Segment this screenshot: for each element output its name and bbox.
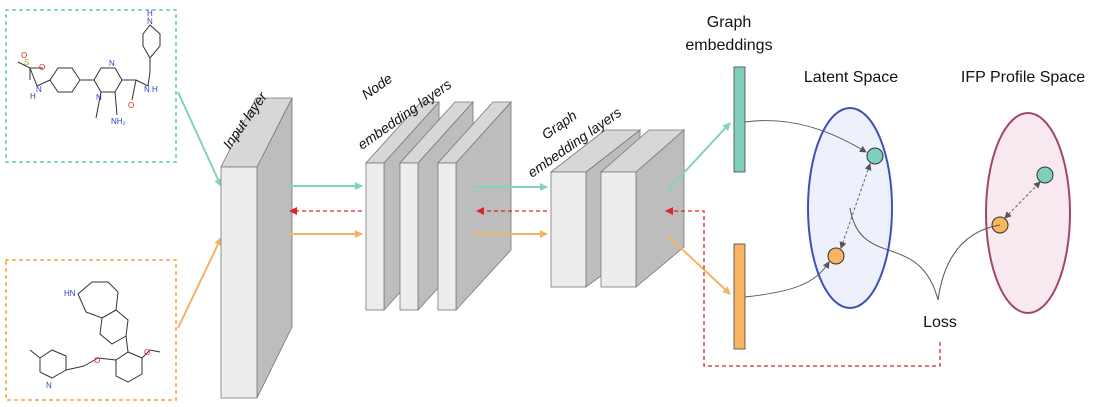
graph-embedding-teal-vector [733,66,746,173]
orange-embedding-to-latent-curve [744,261,830,298]
molecule-bottom-box [5,259,177,401]
graph-embeddings-title-line2: embeddings [685,37,772,54]
atom-o-amide: O [128,101,134,110]
atom-nh-amide: N [144,85,150,94]
atom-h-sulfonamide: H [30,92,36,101]
loss-connector-left [849,207,939,301]
graph-embeddings-title-line1: Graph [707,14,751,31]
atom-h-amide: H [152,85,158,94]
molecule-top-box [5,9,177,163]
loss-label: Loss [923,314,957,331]
atom-n-ring1: N [109,59,115,68]
graph-layer-2 [599,129,686,288]
atom-n-pyridine: N [46,381,52,390]
atom-h-piperidine: H [147,9,153,18]
atom-o-ether: O [94,356,100,365]
orange-arrow-to-embedding [667,235,731,295]
atom-hn-azepine: HN [64,289,76,298]
latent-point-orange [827,247,845,265]
teal-embedding-to-latent-curve [744,120,867,153]
atom-nh-sulfonamide: N [36,85,42,94]
atom-o1: O [21,51,27,60]
input-layer-block [220,97,293,399]
atom-n-ring2: N [96,93,102,102]
atom-nh-piperidine: N [147,17,153,26]
atom-nh2: NH₂ [111,117,126,126]
ifp-profile-space-title: IFP Profile Space [961,69,1085,86]
arrow-top-molecule-to-input [177,91,222,187]
loss-backprop-path [665,207,941,367]
node-embedding-layers [365,100,512,312]
node-layer-3 [437,100,512,312]
ifp-distance-arrow [1004,181,1041,219]
teal-arrow-to-embedding [667,122,731,191]
node-embedding-label-line1: Node [359,70,396,102]
ifp-profile-space-ellipse [985,112,1071,314]
graph-embedding-orange-vector [733,243,746,350]
arrow-bottom-molecule-to-input [177,237,222,329]
atom-o-methoxy: O [144,348,150,357]
atom-o2: O [39,63,45,72]
latent-space-title: Latent Space [804,69,898,86]
graph-embedding-layers [549,129,686,288]
loss-connector-right [937,224,1001,301]
latent-point-teal [866,147,884,165]
molecule-bottom-panel: HN N O O [5,259,177,401]
ifp-point-teal [1036,166,1054,184]
molecule-bottom-structure [29,281,161,383]
atom-s: S [24,58,29,67]
molecule-top-panel: S O O N H N N NH₂ O N H N H [5,9,177,163]
molecule-top-structure [17,24,161,119]
